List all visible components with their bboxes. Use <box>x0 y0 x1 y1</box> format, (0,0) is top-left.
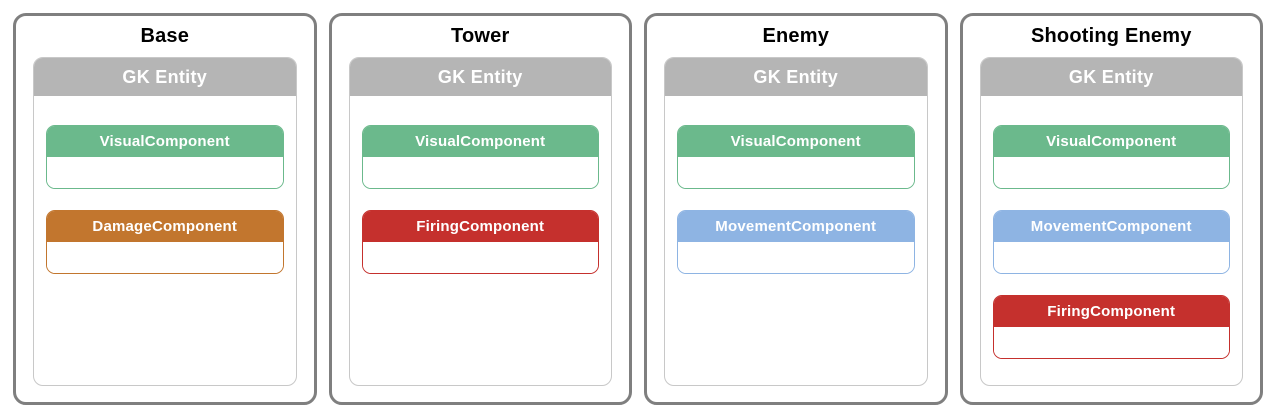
gk-entity-header: GK Entity <box>980 58 1242 96</box>
gk-entity-card: GK Entity VisualComponent FiringComponen… <box>348 57 612 386</box>
gk-entity-body: VisualComponent FiringComponent <box>350 96 612 385</box>
component-box: VisualComponent <box>992 125 1230 189</box>
component-box: MovementComponent <box>992 210 1230 274</box>
component-label: VisualComponent <box>993 126 1229 157</box>
gk-entity-card: GK Entity VisualComponent MovementCompon… <box>664 57 928 386</box>
component-body <box>993 157 1229 188</box>
component-body <box>678 242 914 273</box>
panel-title: Shooting Enemy <box>1030 25 1192 47</box>
component-body <box>993 327 1229 358</box>
component-box: DamageComponent <box>46 210 284 274</box>
gk-entity-body: VisualComponent MovementComponent <box>665 96 927 385</box>
component-label: VisualComponent <box>47 126 283 157</box>
panel-tower: Tower GK Entity VisualComponent FiringCo… <box>328 13 632 405</box>
component-body <box>362 242 598 273</box>
component-box: VisualComponent <box>677 125 915 189</box>
component-box: VisualComponent <box>46 125 284 189</box>
gk-entity-body: VisualComponent DamageComponent <box>34 96 296 385</box>
gk-entity-body: VisualComponent MovementComponent Firing… <box>981 96 1243 385</box>
gk-entity-card: GK Entity VisualComponent MovementCompon… <box>979 57 1243 386</box>
gk-entity-header: GK Entity <box>34 58 296 96</box>
gk-entity-card: GK Entity VisualComponent DamageComponen… <box>33 57 297 386</box>
component-label: FiringComponent <box>993 296 1229 327</box>
component-label: VisualComponent <box>678 126 914 157</box>
component-body <box>47 242 283 273</box>
component-label: MovementComponent <box>678 211 914 242</box>
component-label: DamageComponent <box>47 211 283 242</box>
component-box: MovementComponent <box>677 210 915 274</box>
panel-shooting-enemy: Shooting Enemy GK Entity VisualComponent… <box>959 13 1263 405</box>
component-label: MovementComponent <box>993 211 1229 242</box>
component-label: VisualComponent <box>362 126 598 157</box>
component-label: FiringComponent <box>362 211 598 242</box>
panel-title: Base <box>140 25 190 47</box>
component-body <box>678 157 914 188</box>
component-box: FiringComponent <box>361 210 599 274</box>
panel-enemy: Enemy GK Entity VisualComponent Movement… <box>644 13 948 405</box>
gk-entity-header: GK Entity <box>665 58 927 96</box>
component-box: FiringComponent <box>992 295 1230 359</box>
component-body <box>362 157 598 188</box>
panel-base: Base GK Entity VisualComponent DamageCom… <box>13 13 317 405</box>
panel-title: Enemy <box>762 25 830 47</box>
component-body <box>993 242 1229 273</box>
component-box: VisualComponent <box>361 125 599 189</box>
component-body <box>47 157 283 188</box>
panel-title: Tower <box>451 25 510 47</box>
gk-entity-header: GK Entity <box>349 58 611 96</box>
